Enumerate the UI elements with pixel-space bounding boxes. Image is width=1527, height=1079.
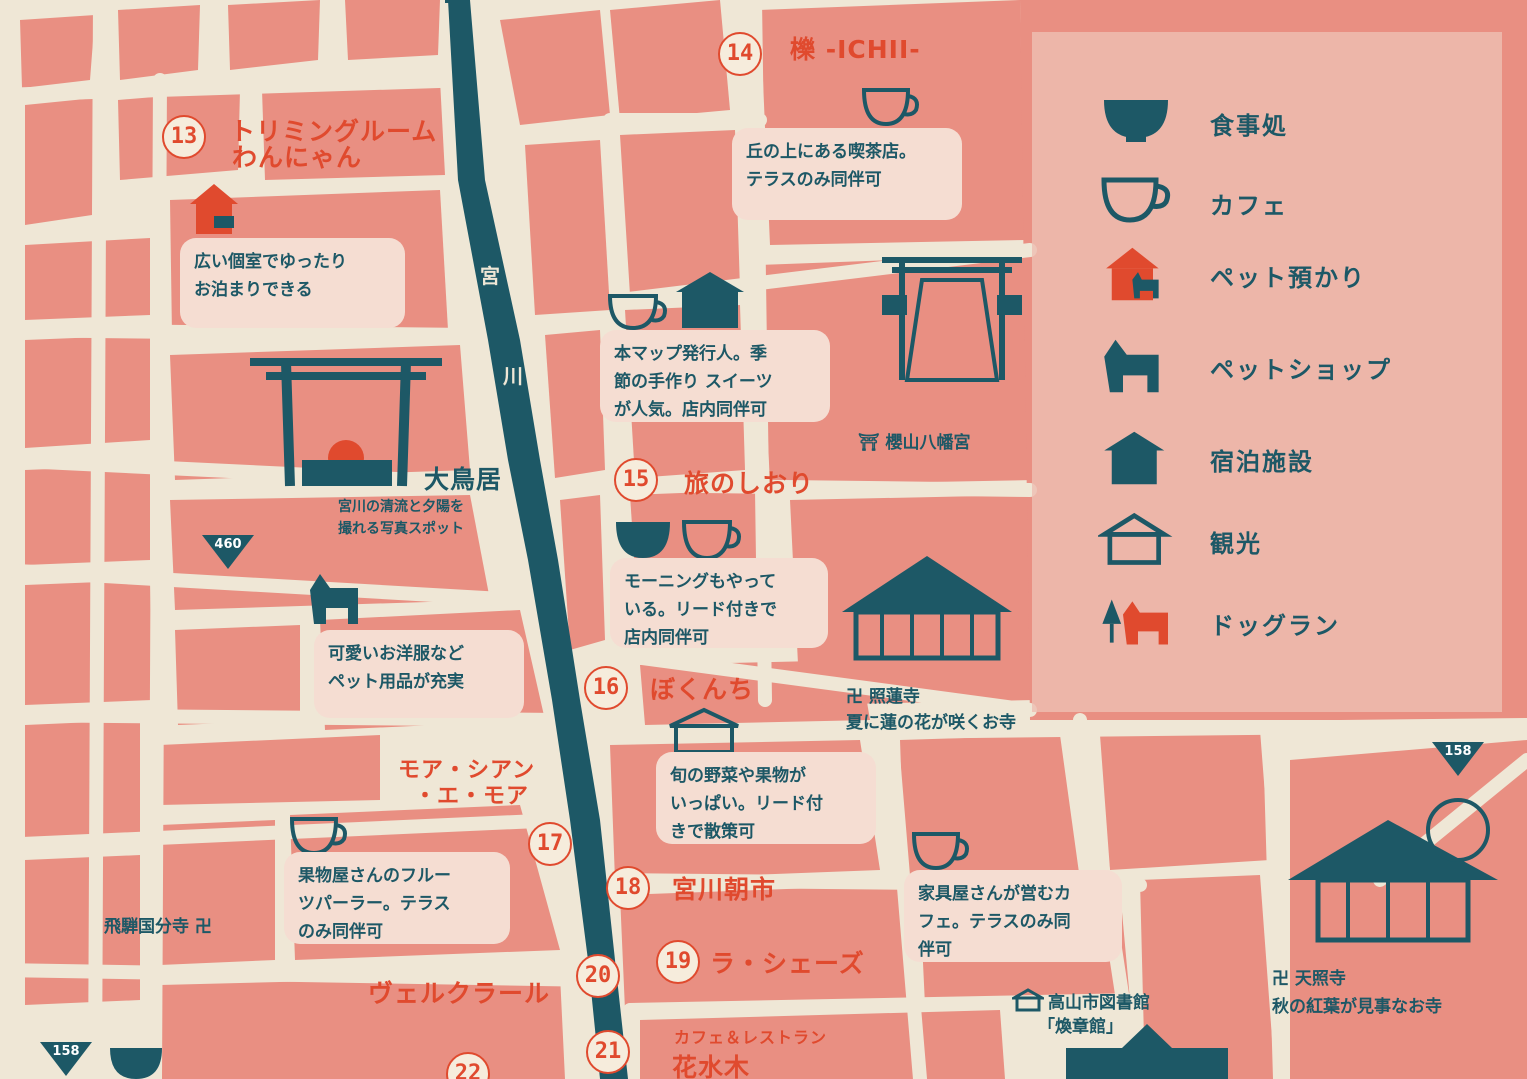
spot-20-number[interactable]: 20 bbox=[576, 954, 620, 998]
spot-16-number[interactable]: 16 bbox=[584, 666, 628, 710]
cafe-icon bbox=[681, 520, 733, 561]
sightseeing-icon bbox=[669, 707, 739, 754]
meal-icon bbox=[1104, 100, 1168, 142]
spot-13-name-line2[interactable]: わんにゃん bbox=[232, 143, 363, 172]
river-label-2: 川 bbox=[503, 364, 523, 388]
spot-18-name[interactable]: 宮川朝市 bbox=[672, 875, 777, 904]
meal-icon bbox=[616, 522, 670, 558]
cafe-icon bbox=[607, 294, 659, 331]
legend-item-pet-hotel: ペット預かり bbox=[1032, 244, 1502, 304]
map-legend: 食事処 カフェ ペット預かり ペットショップ 宿泊施 bbox=[1032, 32, 1502, 712]
spot-19-number[interactable]: 19 bbox=[656, 940, 700, 984]
legend-item-pet-shop: ペットショップ bbox=[1032, 336, 1502, 396]
spot-21-number[interactable]: 21 bbox=[586, 1030, 630, 1074]
cafe-icon bbox=[861, 88, 919, 127]
spot-20-name[interactable]: ヴェルクラール bbox=[368, 979, 551, 1008]
spot-17-number[interactable]: 17 bbox=[528, 822, 572, 866]
more-shop-name-2[interactable]: ・エ・モア bbox=[414, 784, 530, 809]
legend-label-sightseeing: 観光 bbox=[1210, 530, 1262, 558]
pet-shop-icon bbox=[310, 574, 358, 624]
cafe-icon bbox=[911, 832, 969, 871]
spot-13-number[interactable]: 13 bbox=[162, 115, 206, 159]
spot-15-icons bbox=[616, 520, 741, 561]
spot-14-description: 丘の上にある喫茶店。テラスのみ同伴可 bbox=[732, 128, 962, 220]
spot-19-name[interactable]: ラ・シェーズ bbox=[710, 949, 865, 978]
kokubunji-label: 飛騨国分寺 卍 bbox=[104, 917, 212, 937]
legend-item-cafe: カフェ bbox=[1032, 172, 1502, 232]
sightseeing-icon bbox=[1098, 512, 1173, 565]
pet-shop-description: 可愛いお洋服などペット用品が充実 bbox=[314, 630, 524, 718]
spot-18-number[interactable]: 18 bbox=[606, 866, 650, 910]
legend-item-dog-run: ドッグラン bbox=[1032, 592, 1502, 652]
legend-label-meal: 食事処 bbox=[1210, 112, 1288, 140]
fruit-parlor-description: 果物屋さんのフルーツパーラー。テラスのみ同伴可 bbox=[284, 852, 510, 944]
spot-15-number[interactable]: 15 bbox=[614, 458, 658, 502]
tenshoji-label: 卍 天照寺 bbox=[1272, 969, 1346, 989]
route-158-marker-east: 158 bbox=[1432, 742, 1484, 776]
otorii-description-2: 撮れる写真スポット bbox=[338, 521, 464, 537]
otorii-name: 大鳥居 bbox=[424, 465, 503, 494]
spot-21-subtitle[interactable]: カフェ＆レストラン bbox=[674, 1028, 828, 1047]
spot-21-name[interactable]: 花水木 bbox=[672, 1053, 751, 1079]
river-label-1: 宮 bbox=[480, 264, 500, 288]
cafe-icon bbox=[1101, 177, 1171, 223]
pet-hotel-icon bbox=[1106, 247, 1159, 301]
route-460-marker: 460 bbox=[202, 535, 254, 569]
miyagawa-river bbox=[448, 0, 628, 1079]
legend-label-pet-hotel: ペット預かり bbox=[1210, 264, 1366, 292]
furniture-cafe-description: 家具屋さんが営むカフェ。テラスのみ同伴可 bbox=[904, 870, 1122, 962]
legend-label-dog-run: ドッグラン bbox=[1210, 612, 1340, 640]
meal-icon bbox=[110, 1048, 162, 1079]
tenshoji-description: 秋の紅葉が見事なお寺 bbox=[1272, 997, 1442, 1017]
library-name: 高山市図書館 bbox=[1048, 993, 1150, 1013]
spot-15-description: モーニングもやっている。リード付きで店内同伴可 bbox=[610, 558, 828, 648]
library-name-2: 「煥章館」 bbox=[1038, 1017, 1123, 1037]
pet-shop-icon bbox=[1104, 339, 1159, 393]
library-building-drawing bbox=[1066, 1024, 1228, 1079]
hachimangu-label: ⛩ 櫻山八幡宮 bbox=[858, 433, 971, 453]
dog-run-icon bbox=[1102, 599, 1168, 645]
spot-14-number[interactable]: 14 bbox=[718, 32, 762, 76]
lodging-icon bbox=[676, 272, 744, 328]
sightseeing-icon bbox=[1012, 988, 1044, 1012]
shorenji-description: 夏に蓮の花が咲くお寺 bbox=[846, 713, 1016, 733]
publisher-icons bbox=[607, 272, 744, 331]
otorii-gate-drawing bbox=[250, 358, 442, 487]
hachimangu-shrine-drawing bbox=[882, 257, 1022, 382]
shorenji-label: 卍 照蓮寺 bbox=[846, 687, 920, 707]
legend-item-meal: 食事処 bbox=[1032, 92, 1502, 152]
legend-item-lodging: 宿泊施設 bbox=[1032, 428, 1502, 488]
tenshoji-temple-drawing bbox=[1288, 798, 1498, 943]
spot-16-description: 旬の野菜や果物がいっぱい。リード付きで散策可 bbox=[656, 752, 876, 844]
spot-14-name[interactable]: 櫟 -ICHII- bbox=[790, 35, 921, 64]
spot-13-description: 広い個室でゆったりお泊まりできる bbox=[180, 238, 405, 328]
spot-13-name[interactable]: トリミングルーム bbox=[230, 117, 438, 146]
shorenji-temple-drawing bbox=[842, 556, 1012, 661]
otorii-description-1: 宮川の清流と夕陽を bbox=[338, 499, 464, 515]
more-shop-name-1[interactable]: モア・シアン bbox=[398, 758, 536, 783]
pet-hotel-icon bbox=[190, 184, 238, 234]
publisher-description: 本マップ発行人。季節の手作り スイーツが人気。店内同伴可 bbox=[600, 330, 830, 422]
route-158-marker-west: 158 bbox=[40, 1042, 92, 1076]
lodging-icon bbox=[1104, 431, 1165, 485]
legend-label-pet-shop: ペットショップ bbox=[1210, 356, 1392, 384]
legend-item-sightseeing: 観光 bbox=[1032, 510, 1502, 570]
spot-16-name[interactable]: ぼくんち bbox=[650, 675, 755, 704]
spot-15-name[interactable]: 旅のしおり bbox=[684, 469, 815, 498]
legend-label-cafe: カフェ bbox=[1210, 192, 1288, 220]
legend-label-lodging: 宿泊施設 bbox=[1210, 448, 1314, 476]
